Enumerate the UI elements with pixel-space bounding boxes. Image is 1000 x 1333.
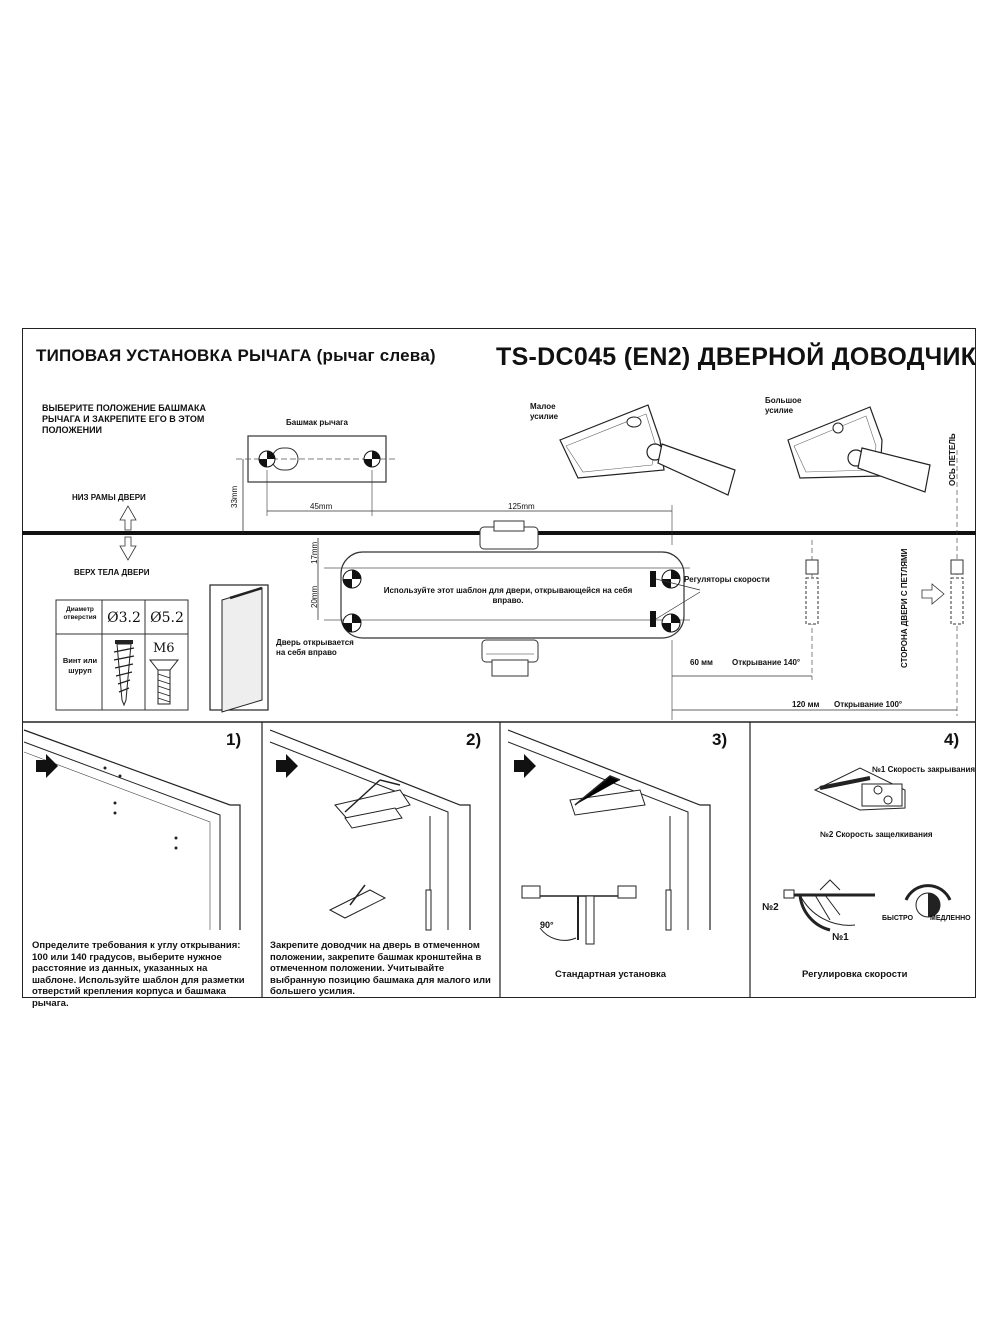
step-3-number: 3) xyxy=(712,730,728,749)
door-top-label: ВЕРХ ТЕЛА ДВЕРИ xyxy=(74,568,150,577)
latch-speed-label: №2 Скорость защелкивания xyxy=(820,830,933,839)
fast-label: БЫСТРО xyxy=(882,915,914,922)
hinge-140-icon xyxy=(805,559,819,625)
door-illustration xyxy=(209,584,269,713)
shoe-hole-right-icon xyxy=(363,450,381,468)
dim-125: 125mm xyxy=(508,502,535,511)
dim-20: 20mm xyxy=(310,585,319,608)
step1-arrow-icon xyxy=(36,754,58,778)
dim-33: 33mm xyxy=(230,485,239,508)
frame-door-arrow-icon xyxy=(119,505,137,561)
small-force-shoe-icon xyxy=(559,404,736,496)
machine-bolt-icon xyxy=(148,659,180,705)
step3-door-drawing xyxy=(507,729,711,945)
valve-1-label: №1 xyxy=(832,932,849,943)
hole-diameter-1: Ø3.2 xyxy=(107,610,141,626)
frame-bottom-label: НИЗ РАМЫ ДВЕРИ xyxy=(72,493,146,502)
valve-2-label: №2 xyxy=(762,902,779,913)
closer-body-outline xyxy=(324,520,690,677)
step-1-text: Определите требования к углу открывания:… xyxy=(32,940,245,1009)
lever-shoe-label: Башмак рычага xyxy=(286,418,348,427)
hinge-100-icon xyxy=(950,559,964,625)
hole-diameter-2: Ø5.2 xyxy=(150,610,184,626)
step-3-angle: 90° xyxy=(540,920,554,930)
product-title: TS-DC045 (EN2) ДВЕРНОЙ ДОВОДЧИК xyxy=(496,343,977,371)
body-hole-bl-icon xyxy=(342,613,362,633)
dim-120: 120 мм xyxy=(792,700,820,709)
open-100-label: Открывание 100° xyxy=(834,700,903,709)
dim-17: 17mm xyxy=(310,541,319,564)
speed-valve-2 xyxy=(650,611,656,627)
large-force-shoe-icon xyxy=(787,406,931,493)
step1-door-drawing xyxy=(23,729,241,930)
large-force-label: Большое усилие xyxy=(765,396,802,415)
installation-sheet xyxy=(22,328,976,998)
body-hole-tr-icon xyxy=(661,569,681,589)
step2-arrow-icon xyxy=(276,754,298,778)
shoe-hole-left-icon xyxy=(258,450,276,468)
bolt-size: M6 xyxy=(153,641,175,656)
step-4-text: Регулировка скорости xyxy=(802,969,908,980)
dim-60: 60 мм xyxy=(690,658,713,667)
closing-speed-label: №1 Скорость закрывания xyxy=(872,765,976,774)
slow-label: МЕДЛЕННО xyxy=(930,915,971,922)
body-hole-tl-icon xyxy=(342,569,362,589)
step-2-number: 2) xyxy=(466,730,482,749)
shoe-instruction: ВЫБЕРИТЕ ПОЛОЖЕНИЕ БАШМАКА РЫЧАГА И ЗАКР… xyxy=(42,403,206,435)
speed-regulators-label: Регуляторы скорости xyxy=(684,575,770,584)
typical-installation-title: ТИПОВАЯ УСТАНОВКА РЫЧАГА (рычаг слева) xyxy=(36,346,436,365)
hinge-side-arrow-icon xyxy=(921,583,945,605)
door-opens-note: Дверь открывается на себя вправо xyxy=(276,638,354,657)
step-3-text: Стандартная установка xyxy=(555,969,667,980)
step-2-text: Закрепите доводчик на дверь в отмеченном… xyxy=(270,940,491,997)
step-1-number: 1) xyxy=(226,730,242,749)
step-4-number: 4) xyxy=(944,730,960,749)
wood-screw-icon xyxy=(113,640,135,707)
step3-arrow-icon xyxy=(514,754,536,778)
open-140-label: Открывание 140° xyxy=(732,658,801,667)
small-force-label: Малое усилие xyxy=(530,402,559,421)
speed-valve-1 xyxy=(650,571,656,587)
body-hole-br-icon xyxy=(661,613,681,633)
hinge-side-label: СТОРОНА ДВЕРИ С ПЕТЛЯМИ xyxy=(900,548,909,668)
screw-row-label: Винт или шуруп xyxy=(62,656,98,675)
dim-45: 45mm xyxy=(310,502,333,511)
step2-door-drawing xyxy=(269,729,471,931)
hinge-axis-label: ОСЬ ПЕТЕЛЬ xyxy=(948,433,957,486)
template-usage-note: Используйте этот шаблон для двери, откры… xyxy=(383,586,633,605)
hole-diameter-header: Диаметр отверстия xyxy=(63,606,97,621)
step4-speed-drawing xyxy=(783,767,952,932)
